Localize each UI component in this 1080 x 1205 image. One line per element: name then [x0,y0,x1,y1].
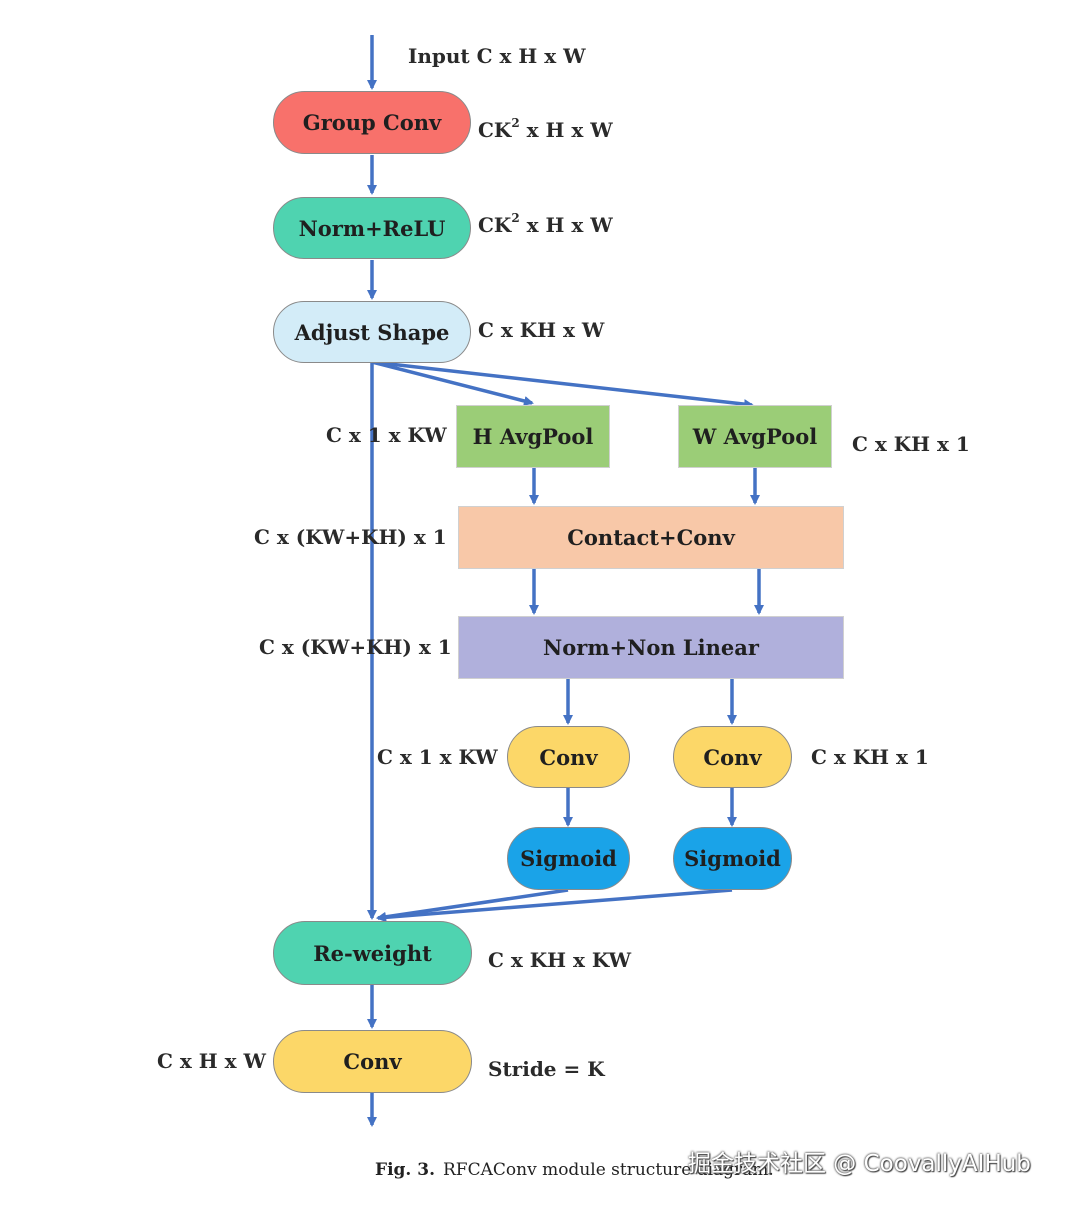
w-pool-out-label: C x KH x 1 [852,432,970,456]
h-avgpool-node: H AvgPool [456,405,610,468]
final-in-label: C x H x W [157,1049,266,1073]
norm-relu-shape-label: CK2 x H x W [478,212,613,237]
arrow-sigmoid-left-reweight [376,888,569,922]
adjust-shape-out-label: C x KH x W [478,318,605,342]
norm-nonlinear-node: Norm+Non Linear [458,616,844,679]
sigmoid-left-node: Sigmoid [507,827,630,890]
norm-relu-shape-base: CK [478,213,512,237]
h-pool-in-label: C x 1 x KW [326,423,447,447]
norm-relu-shape-rest: x H x W [519,213,613,237]
group-conv-shape-exp: 2 [511,116,520,130]
w-avgpool-node: W AvgPool [678,405,832,468]
conv-right-out-label: C x KH x 1 [811,745,929,769]
figure-caption: Fig. 3. RFCAConv module structure diagram… [375,1160,774,1180]
watermark: 掘金技术社区 @ CoovallyAIHub [688,1151,1031,1177]
norm-relu-shape-exp: 2 [511,211,520,225]
nonlinear-in-label: C x (KW+KH) x 1 [259,635,452,659]
group-conv-shape-label: CK2 x H x W [478,117,613,142]
reweight-node: Re-weight [273,921,472,985]
arrow-sigmoid-right-reweight [376,888,733,923]
figure-caption-text: RFCAConv module structure diagram. [443,1160,774,1180]
group-conv-shape-base: CK [478,118,512,142]
figure-number: Fig. 3. [375,1160,435,1180]
conv-final-node: Conv [273,1030,472,1093]
contact-conv-node: Contact+Conv [458,506,844,569]
stride-label: Stride = K [488,1057,605,1081]
group-conv-shape-rest: x H x W [519,118,613,142]
norm-relu-node: Norm+ReLU [273,197,471,259]
sigmoid-right-node: Sigmoid [673,827,792,890]
conv-right-node: Conv [673,726,792,788]
conv-left-in-label: C x 1 x KW [377,745,498,769]
group-conv-node: Group Conv [273,91,471,154]
conv-left-node: Conv [507,726,630,788]
input-label: Input C x H x W [408,44,586,68]
contact-in-label: C x (KW+KH) x 1 [254,525,447,549]
reweight-out-label: C x KH x KW [488,948,632,972]
arrow-adjust-wpool [371,360,754,410]
arrow-adjust-hpool [371,360,534,406]
adjust-shape-node: Adjust Shape [273,301,471,363]
